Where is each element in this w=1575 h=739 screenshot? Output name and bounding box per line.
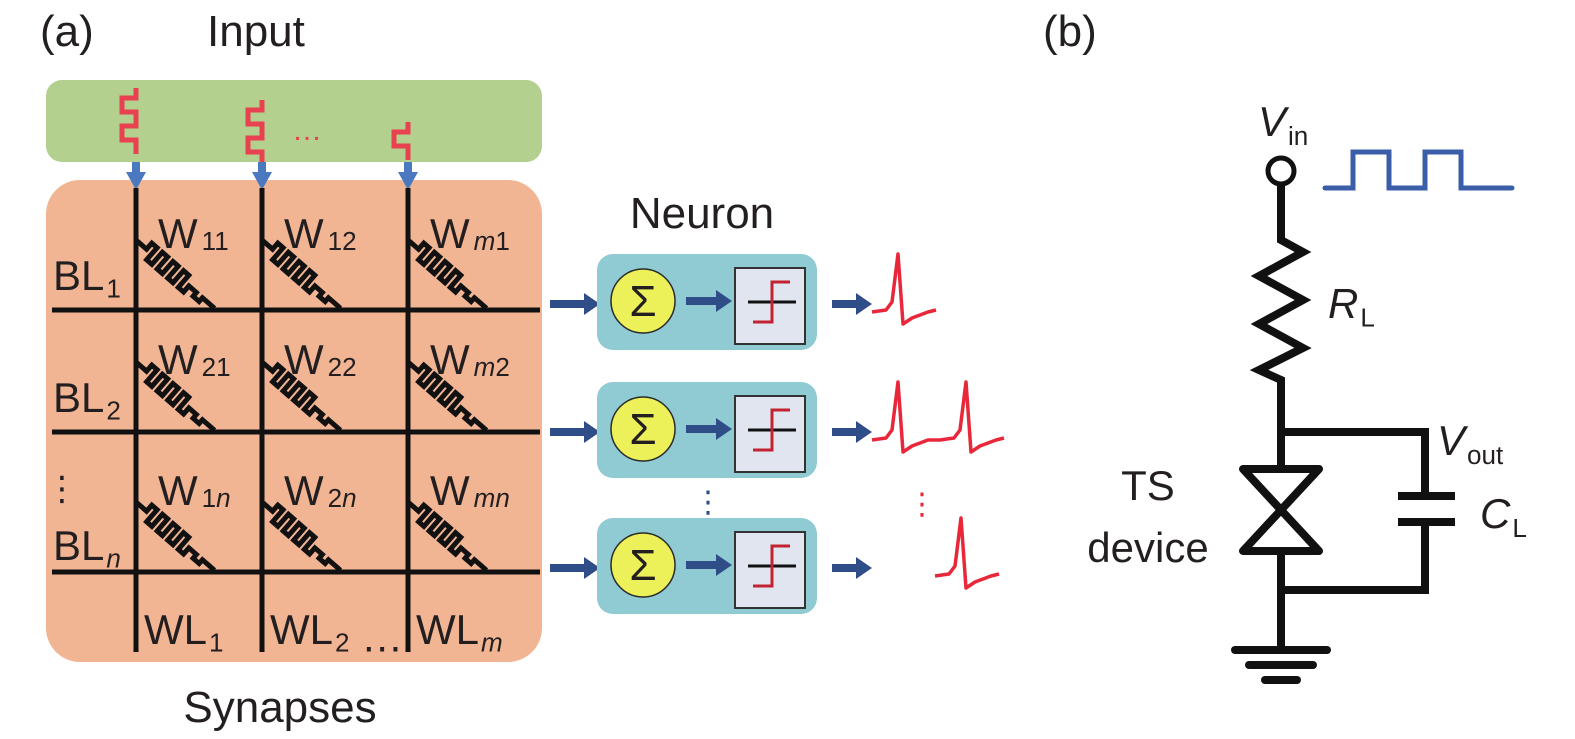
- memristor-synapses: [134, 238, 489, 573]
- summation-node: [610, 396, 676, 462]
- output-arrow: [832, 421, 872, 443]
- synapse-r3-c3-path: [406, 500, 489, 573]
- output-ellipsis: ⋮: [907, 488, 937, 521]
- sum-to-threshold-arrow: [686, 418, 732, 440]
- panel-b-label: (b): [1043, 7, 1097, 56]
- panel-a-label: (a): [40, 7, 94, 56]
- bit-line-label-1: BL1: [53, 252, 121, 304]
- synapse-r2-c2: [260, 360, 343, 433]
- summation-node: [610, 268, 676, 334]
- input-arrow: [550, 557, 600, 579]
- synapse-r2-c3-path: [406, 360, 489, 433]
- crossbar-grid: [52, 188, 540, 652]
- down-arrow-head-3: [398, 172, 418, 190]
- input-arrow: [550, 293, 600, 315]
- synapse-r1-c3: [406, 238, 489, 311]
- synapse-r2-c1: [134, 360, 217, 433]
- output-spike-train: [934, 516, 1000, 590]
- synapse-r2-c3: [406, 360, 489, 433]
- input-terminal: [1265, 155, 1297, 187]
- down-arrow-shaft-1: [132, 162, 140, 174]
- vin-label: Vin: [1258, 98, 1308, 151]
- down-arrow-shaft-3: [404, 162, 412, 174]
- neuron-column: Σ Σ Σ ⋮ ⋮: [550, 252, 1005, 614]
- word-line-label-3: WLm: [416, 606, 503, 658]
- output-spike-train: [871, 380, 1005, 454]
- synapse-r1-c3-path: [406, 238, 489, 311]
- synapses-title: Synapses: [183, 683, 376, 732]
- input-spike-3: [391, 122, 411, 160]
- sigma-symbol: Σ: [629, 277, 656, 326]
- neuron-ellipsis: ⋮: [693, 486, 723, 519]
- input-title: Input: [207, 7, 305, 56]
- threshold-box: [734, 395, 806, 473]
- word-line-label-1: WL1: [144, 606, 223, 658]
- step-function: [753, 408, 790, 452]
- synapse-r2-c1-path: [134, 360, 217, 433]
- sigma-symbol: Σ: [629, 405, 656, 454]
- synapse-r1-c2: [260, 238, 343, 311]
- input-pulse-waveform: [1322, 149, 1515, 191]
- bit-line-ellipsis: ⋮: [45, 470, 79, 508]
- threshold-switch-device: [1239, 465, 1323, 555]
- neuron-title: Neuron: [630, 189, 774, 238]
- neuron-3: Σ: [550, 516, 1000, 614]
- input-spike-1: [119, 88, 139, 154]
- synapse-r3-c2-path: [260, 500, 343, 573]
- synapse-r2-c2-path: [260, 360, 343, 433]
- down-arrow-shaft-2: [258, 162, 266, 174]
- neuron-2: Σ: [550, 380, 1005, 478]
- bottom-rail-wire: [1281, 525, 1429, 594]
- synapse-r1-c1: [134, 238, 217, 311]
- step-function: [753, 544, 790, 588]
- neuron-1: Σ: [550, 252, 937, 350]
- vout-label: Vout: [1437, 417, 1504, 470]
- output-arrow: [832, 557, 872, 579]
- output-spike-train: [871, 252, 937, 326]
- down-arrow-head-2: [252, 172, 272, 190]
- ts-device-label-line2: device: [1087, 524, 1208, 571]
- sum-to-threshold-arrow: [686, 290, 732, 312]
- ts-device-label-line1: TS: [1121, 462, 1175, 509]
- threshold-box: [734, 267, 806, 345]
- vout-node-wire: [1281, 428, 1429, 493]
- synapse-r3-c1: [134, 500, 217, 573]
- synapse-r3-c3: [406, 500, 489, 573]
- cl-label: CL: [1480, 490, 1527, 543]
- input-signals: [119, 88, 411, 166]
- load-resistor: [1249, 184, 1312, 588]
- down-arrow-head-1: [126, 172, 146, 190]
- sigma-symbol: Σ: [629, 541, 656, 590]
- output-arrow: [832, 293, 872, 315]
- input-spike-2: [245, 100, 265, 166]
- summation-node: [610, 532, 676, 598]
- synapse-r3-c1-path: [134, 500, 217, 573]
- sum-to-threshold-arrow: [686, 554, 732, 576]
- synapse-r3-c2: [260, 500, 343, 573]
- rl-label: RL: [1328, 280, 1375, 332]
- synapse-r1-c2-path: [260, 238, 343, 311]
- input-ellipsis: …: [292, 114, 322, 147]
- synapse-r1-c1-path: [134, 238, 217, 311]
- input-arrow: [550, 421, 600, 443]
- word-line-label-2: WL2 …: [270, 606, 403, 661]
- threshold-box: [734, 531, 806, 609]
- input-layer-box: [46, 80, 542, 162]
- step-function: [753, 280, 790, 324]
- input-arrows: [126, 162, 418, 190]
- bit-line-label-2: BL2: [53, 374, 121, 426]
- bit-line-label-3: BLn: [53, 522, 121, 574]
